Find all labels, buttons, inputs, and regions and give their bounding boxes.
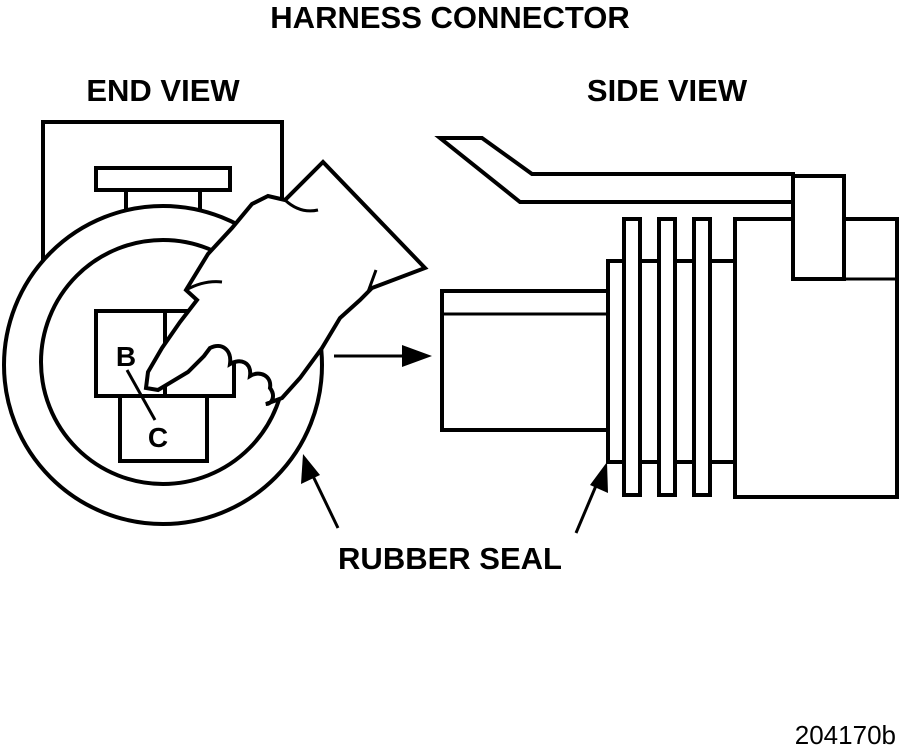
side-view-step-line: [844, 217, 897, 281]
pin-b-label: B: [116, 341, 136, 372]
rubber-seal-label: RUBBER SEAL: [338, 541, 562, 576]
side-view-connector: [434, 136, 899, 499]
side-view-nose: [440, 289, 610, 432]
cavity-lower: [118, 394, 209, 463]
pointing-hand-icon: [143, 159, 429, 406]
figure-number: 204170b: [795, 720, 896, 750]
pin-b-to-c-leader: [125, 369, 157, 421]
side-view-lock-arm: [434, 136, 795, 204]
side-view-label: SIDE VIEW: [587, 73, 748, 108]
end-view-label: END VIEW: [86, 73, 240, 108]
side-view-lock-block: [791, 174, 846, 281]
side-view-rib-2: [657, 217, 677, 497]
arrow-up-icon: [301, 454, 608, 534]
end-view-latch-tab: [94, 166, 232, 192]
diagram-title: HARNESS CONNECTOR: [270, 0, 629, 35]
side-view-rib-1: [622, 217, 642, 497]
pin-c-label: C: [148, 422, 168, 453]
side-view-rib-3: [692, 217, 712, 497]
arrow-right-icon: [334, 345, 432, 367]
